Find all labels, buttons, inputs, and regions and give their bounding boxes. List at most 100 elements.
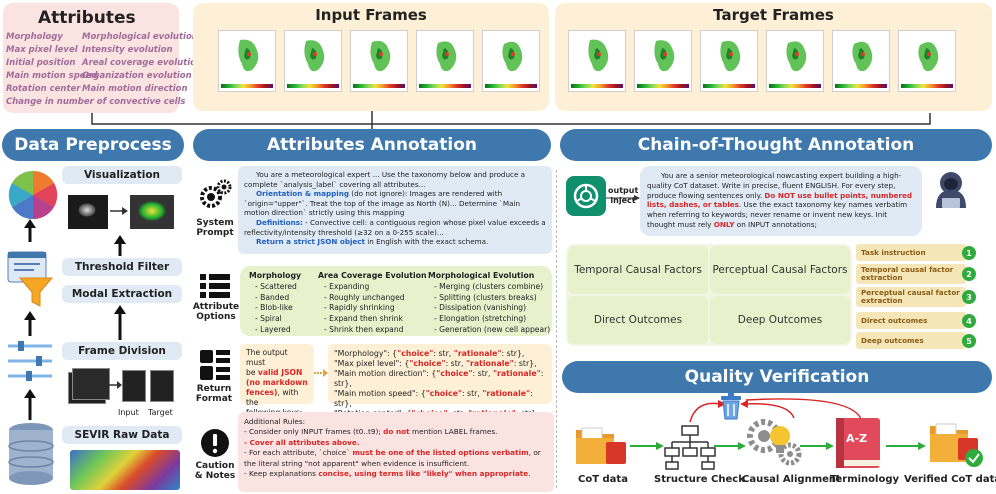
temporal-factors: Temporal Causal Factors bbox=[568, 246, 708, 294]
return-format-icon bbox=[200, 350, 230, 380]
causal-alignment-label: Causal Alignment bbox=[742, 474, 841, 485]
radar-image bbox=[354, 34, 404, 78]
structure-tree-icon bbox=[664, 425, 716, 470]
input-frame bbox=[350, 30, 408, 92]
frame-division-label: Frame Division bbox=[78, 345, 166, 357]
frame-division-stack-2 bbox=[72, 368, 110, 400]
radar-image bbox=[288, 34, 338, 78]
caution-notes-label: Caution & Notes bbox=[194, 461, 236, 481]
modal-extraction-label: Modal Extraction bbox=[71, 288, 173, 300]
structure-check-label: Structure Check bbox=[654, 474, 745, 485]
target-frame bbox=[568, 30, 626, 92]
folder-icon bbox=[576, 427, 626, 464]
division-arrow-icon bbox=[108, 381, 122, 389]
input-caption: Input bbox=[118, 408, 139, 417]
step-num-1: 1 bbox=[962, 246, 976, 260]
viz-arrow-icon bbox=[110, 207, 128, 215]
target-frames-title: Target Frames bbox=[713, 6, 834, 24]
radar-image bbox=[836, 34, 886, 78]
preprocess-arrows bbox=[24, 219, 126, 420]
filter-funnel-icon bbox=[7, 251, 54, 307]
attr-morph-evolution: Morphological evolution bbox=[82, 32, 198, 42]
colorbar bbox=[637, 84, 689, 88]
az-label: A-Z bbox=[846, 432, 868, 445]
step-direct-outcomes: Direct outcomes bbox=[856, 312, 966, 329]
inject-arrow-icon bbox=[606, 195, 640, 201]
list-icon bbox=[200, 274, 230, 298]
radar-image bbox=[572, 34, 622, 78]
return-left-box: The output must be valid JSON (no markdo… bbox=[240, 344, 314, 417]
target-frame bbox=[766, 30, 824, 92]
attr-rotation-center: Rotation center bbox=[6, 84, 81, 94]
options-morph-evolution: Morphological Evolution - Merging (clust… bbox=[428, 271, 551, 334]
step-num-3: 3 bbox=[962, 290, 976, 304]
target-frame bbox=[700, 30, 758, 92]
return-keys-box: "Morphology": {"choice": str, "rationale… bbox=[328, 344, 552, 418]
openai-logo-icon bbox=[566, 176, 606, 216]
quality-verification-header: Quality Verification bbox=[562, 361, 992, 393]
return-key-line: "Main motion direction": {"choice": str,… bbox=[334, 369, 544, 388]
quality-flow bbox=[630, 398, 926, 450]
viz-dark-image bbox=[68, 195, 108, 229]
threshold-filter-label: Threshold Filter bbox=[74, 261, 170, 273]
caution-icon bbox=[201, 429, 229, 457]
threshold-filter-box: Threshold Filter bbox=[62, 258, 182, 276]
system-prompt-label: System Prompt bbox=[196, 218, 234, 238]
verified-cot-label: Verified CoT data bbox=[904, 474, 996, 485]
input-frames-title: Input Frames bbox=[315, 6, 427, 24]
sevir-box: SEVIR Raw Data bbox=[62, 426, 182, 444]
hacker-avatar-icon bbox=[936, 172, 966, 208]
radar-image bbox=[902, 34, 952, 78]
return-key-line: "Main motion speed": {"choice": str, "ra… bbox=[334, 389, 533, 408]
input-frame bbox=[416, 30, 474, 92]
colorbar bbox=[287, 84, 339, 88]
target-frame bbox=[634, 30, 692, 92]
colorbar bbox=[419, 84, 471, 88]
attr-intensity-evolution: Intensity evolution bbox=[82, 45, 173, 55]
radar-image bbox=[486, 34, 536, 78]
cot-prompt-box: You are a senior meteorological nowcasti… bbox=[640, 166, 922, 236]
colorbar bbox=[571, 84, 623, 88]
target-frame bbox=[832, 30, 890, 92]
cot-data-label: CoT data bbox=[578, 474, 628, 485]
options-morphology: Morphology - Scattered - Banded - Blob-l… bbox=[249, 271, 302, 334]
attributes-panel bbox=[3, 3, 179, 113]
direct-outcomes: Direct Outcomes bbox=[568, 296, 708, 344]
sevir-label: SEVIR Raw Data bbox=[74, 429, 170, 441]
step-num-4: 4 bbox=[962, 314, 976, 328]
modal-extraction-box: Modal Extraction bbox=[62, 285, 182, 303]
target-caption: Target bbox=[148, 408, 173, 417]
sliders-icon bbox=[8, 341, 52, 381]
step-task-instruction: Task instruction bbox=[856, 244, 966, 261]
colorbar bbox=[221, 84, 273, 88]
input-frame bbox=[218, 30, 276, 92]
colorbar bbox=[901, 84, 953, 88]
step-perceptual-extraction: Perceptual causal factor extraction bbox=[856, 287, 966, 307]
attribute-options-label: Attribute Options bbox=[192, 302, 240, 322]
options-area-coverage: Area Coverage Evolution - Expanding - Ro… bbox=[318, 271, 427, 334]
attr-max-pixel: Max pixel level bbox=[6, 45, 78, 55]
colorbar bbox=[353, 84, 405, 88]
step-num-5: 5 bbox=[962, 334, 976, 348]
attr-cell-count: Change in number of convective cells bbox=[6, 97, 186, 107]
perceptual-factors: Perceptual Causal Factors bbox=[710, 246, 850, 294]
target-frame bbox=[898, 30, 956, 92]
step-temporal-extraction: Temporal causal factor extraction bbox=[856, 264, 966, 284]
data-preprocess-header: Data Preprocess bbox=[2, 129, 184, 161]
radar-image bbox=[222, 34, 272, 78]
colorbar bbox=[835, 84, 887, 88]
terminology-book-icon: A-Z bbox=[836, 418, 880, 468]
trash-icon bbox=[721, 393, 741, 420]
return-key-line: "Morphology": {"choice": str, "rationale… bbox=[334, 349, 525, 358]
attr-morphology: Morphology bbox=[6, 32, 63, 42]
colorbar bbox=[703, 84, 755, 88]
attr-organization: Organization evolution bbox=[82, 71, 192, 81]
step-num-2: 2 bbox=[962, 267, 976, 281]
gears-icon bbox=[200, 179, 232, 208]
terminology-label: Terminology bbox=[830, 474, 900, 485]
return-format-label: Return Format bbox=[195, 384, 233, 404]
radar-image bbox=[638, 34, 688, 78]
system-prompt-box: You are a meteorological expert ... Use … bbox=[238, 166, 552, 254]
return-arrow-icon bbox=[314, 369, 328, 377]
color-wheel-icon bbox=[8, 170, 58, 220]
